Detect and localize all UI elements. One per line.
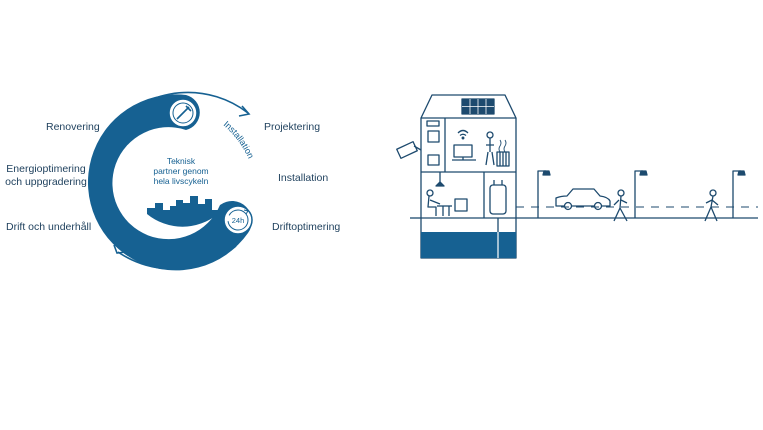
label-energioptimering-line2: och uppgradering (5, 175, 87, 188)
center-text-line3: hela livscykeln (154, 176, 209, 186)
badge-24h-text: 24h (232, 216, 245, 225)
label-projektering: Projektering (264, 121, 321, 133)
heat-pump-icon (396, 141, 422, 159)
label-energioptimering: Energioptimering och uppgradering (3, 163, 89, 188)
clock-24h-badge: 24h (223, 205, 253, 235)
street-lamp (634, 170, 648, 218)
label-driftoptimering: Driftoptimering (272, 221, 341, 233)
lifecycle-band (87, 94, 253, 271)
city-skyline (147, 196, 218, 227)
house-window (427, 130, 440, 143)
house-basement (421, 232, 516, 258)
solar-panel-icon (461, 98, 495, 115)
water-heater-icon (489, 180, 507, 215)
label-drift-och-underhall: Drift och underhåll (6, 221, 92, 233)
center-text-line2: partner genom (153, 166, 208, 176)
center-text-line1: Teknisk (167, 156, 196, 166)
pedestrian (704, 189, 719, 222)
person-at-desk (426, 189, 452, 216)
street-lamp (732, 170, 746, 218)
wifi-icon (457, 129, 469, 140)
car-icon (555, 188, 611, 211)
street-lamp (537, 170, 551, 218)
house-roof (420, 94, 517, 119)
pedestrian (613, 189, 628, 222)
person-upper (485, 131, 495, 166)
label-installation: Installation (278, 172, 329, 184)
label-renovering: Renovering (46, 121, 100, 133)
label-energioptimering-line1: Energioptimering (6, 163, 86, 175)
installation-tool-badge (168, 98, 198, 128)
